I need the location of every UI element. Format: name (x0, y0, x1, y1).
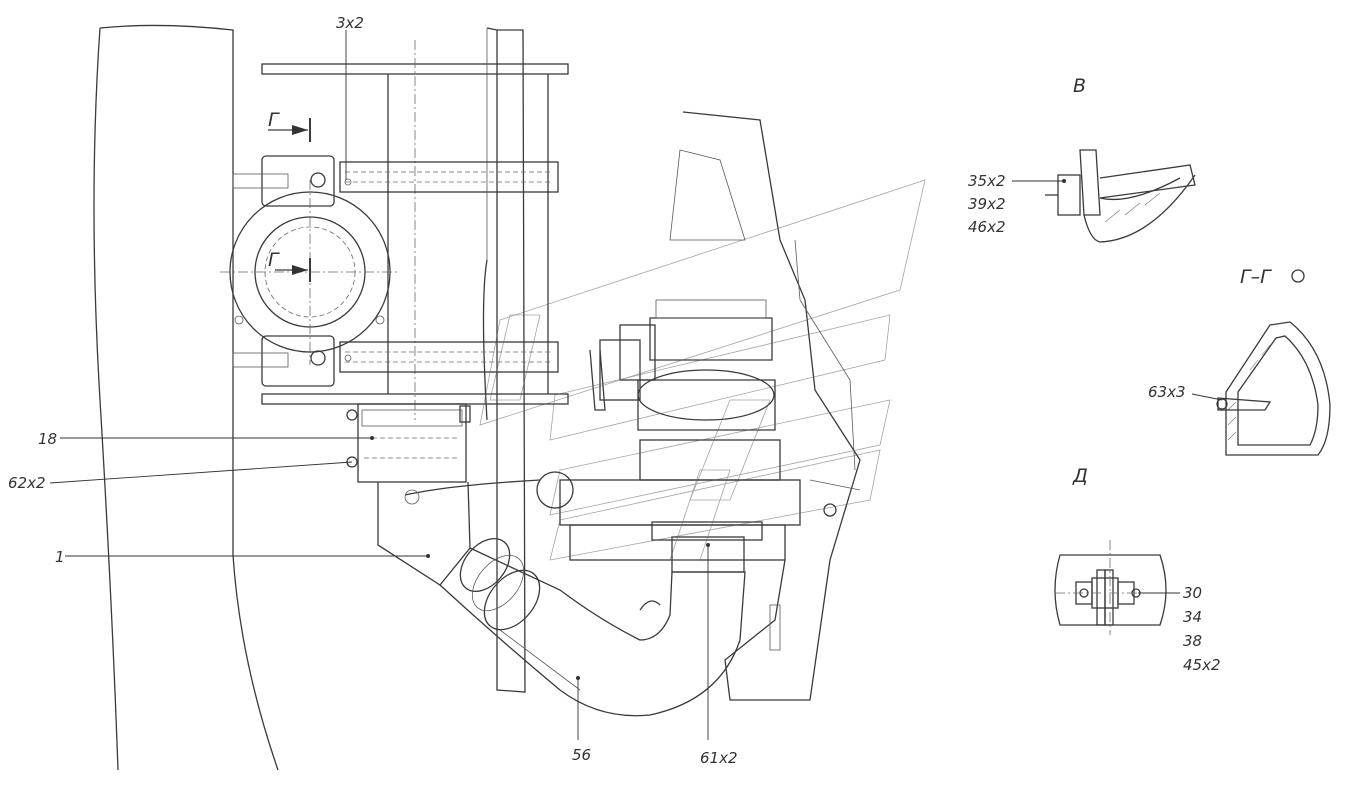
filter-block (346, 403, 471, 483)
callout-3x2: 3х2 (336, 14, 364, 32)
view-d-label-45x2: 45х2 (1183, 656, 1221, 674)
frame-side-member (93, 24, 279, 771)
callout-62x2: 62х2 (8, 474, 46, 492)
view-v-detail (1012, 149, 1196, 243)
view-v-label-39x2: 39х2 (968, 195, 1006, 213)
section-mark-upper: Г (268, 109, 280, 131)
view-gg-detail (1191, 269, 1331, 456)
view-gg-label-63x3: 63х3 (1148, 383, 1186, 401)
view-d-label-34: 34 (1183, 608, 1202, 626)
view-v-label-46x2: 46х2 (968, 218, 1006, 236)
view-gg-title: Г–Г (1240, 266, 1272, 288)
intake-hose (377, 471, 746, 717)
view-v-title: В (1073, 75, 1086, 97)
callout-leaders (49, 30, 710, 740)
section-mark-arrows (268, 118, 311, 282)
callout-56: 56 (572, 746, 591, 764)
view-d-label-30: 30 (1183, 584, 1202, 602)
callout-1: 1 (55, 548, 65, 566)
view-d-detail (1054, 540, 1180, 635)
callout-61x2: 61х2 (700, 749, 738, 767)
section-mark-lower: Г (268, 249, 280, 271)
view-d-label-38: 38 (1183, 632, 1202, 650)
compressor-unit (559, 111, 861, 701)
background-watermark (479, 179, 926, 561)
callout-18: 18 (38, 430, 57, 448)
tank-bracket (232, 40, 569, 420)
view-d-title: Д (1072, 465, 1088, 487)
view-v-label-35x2: 35х2 (968, 172, 1006, 190)
